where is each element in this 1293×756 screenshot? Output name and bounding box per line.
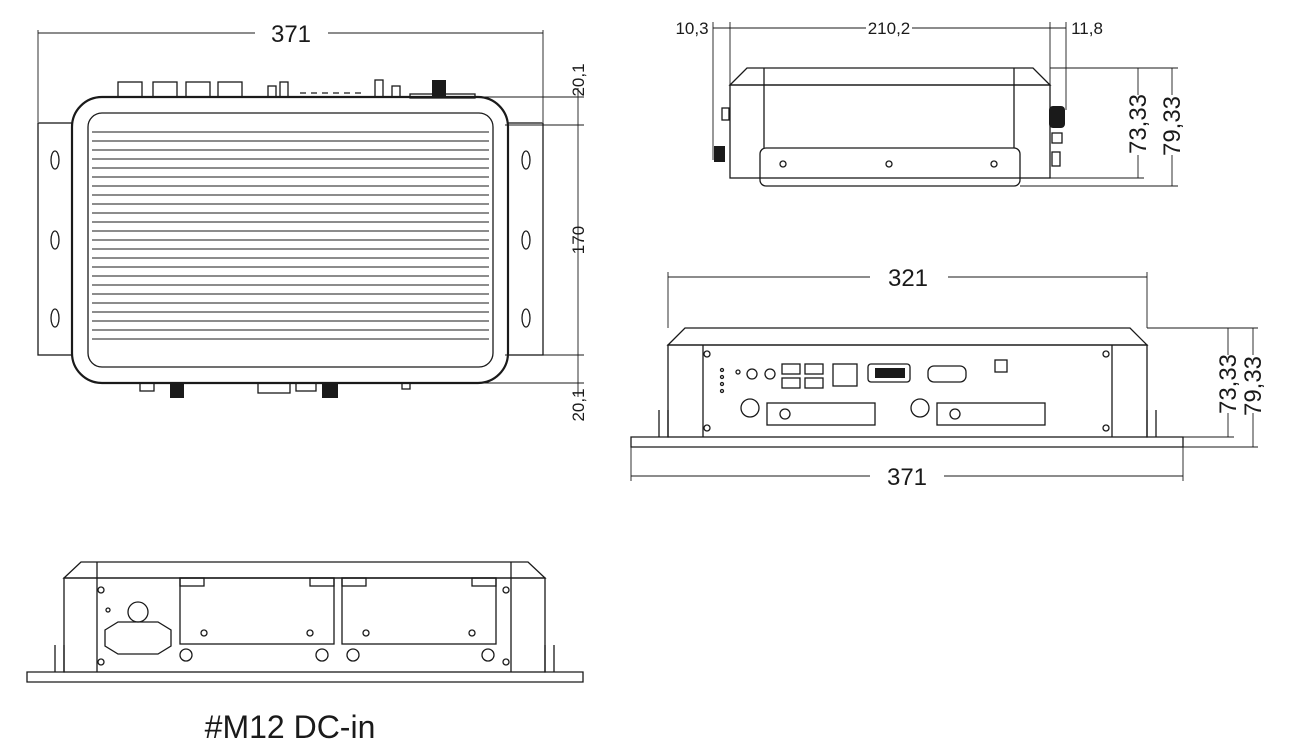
side-height-dimension: 73,33 <box>1125 94 1152 154</box>
left-protrusion-dimension: 10,3 <box>675 19 708 38</box>
side-view: 10,3 210,2 11,8 73,33 79,33 <box>675 19 1186 187</box>
rear-view-caption: #M12 DC-in <box>205 709 376 745</box>
right-mounting-bracket <box>507 122 544 356</box>
body-length-dimension: 210,2 <box>868 19 911 38</box>
bottom-offset-dimension: 20,1 <box>569 388 588 421</box>
top-offset-dimension: 20,1 <box>569 63 588 96</box>
side-total-height-dimension: 79,33 <box>1159 96 1186 156</box>
top-connectors <box>117 79 476 99</box>
front-total-width-dimension: 371 <box>887 464 927 491</box>
left-mounting-bracket <box>37 122 73 356</box>
m12-dc-in-connector <box>127 601 149 623</box>
depth-dimension: 170 <box>569 226 588 254</box>
front-view: 321 73,33 79,33 371 <box>630 265 1267 491</box>
top-width-dimension: 371 <box>271 21 311 48</box>
front-body-width-dimension: 321 <box>888 265 928 292</box>
front-total-height-dimension: 79,33 <box>1240 356 1267 416</box>
right-protrusion-dimension: 11,8 <box>1071 19 1103 38</box>
rear-view: #M12 DC-in <box>26 561 584 745</box>
front-height-dimension: 73,33 <box>1215 354 1242 414</box>
top-view: 371 20,1 <box>37 21 588 422</box>
